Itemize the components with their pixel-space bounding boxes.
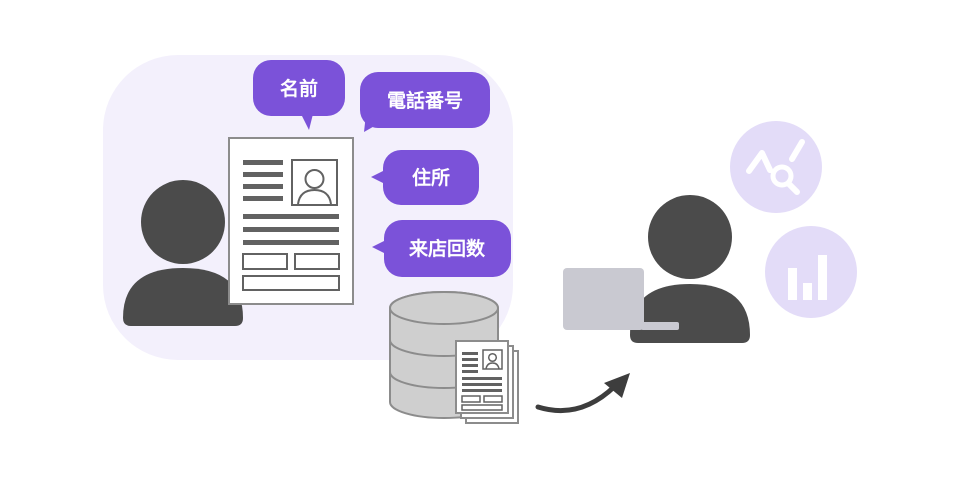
document-field-box	[242, 275, 340, 291]
bubble-phone: 電話番号	[360, 72, 490, 132]
document-text-line	[243, 227, 339, 232]
laptop-icon	[563, 268, 679, 330]
stacked-documents-icon	[455, 340, 519, 424]
document-text-line	[243, 214, 339, 219]
curved-arrow-icon	[535, 373, 630, 414]
bubble-name-label: 名前	[280, 77, 318, 100]
chart-search-icon	[730, 121, 822, 213]
bubble-visits: 来店回数	[372, 220, 511, 277]
avatar-icon	[482, 349, 503, 370]
bubble-visits-label: 来店回数	[409, 237, 486, 260]
analyst-body	[630, 284, 750, 343]
customer-document	[228, 137, 354, 305]
customer-head	[141, 180, 225, 264]
document-text-line	[243, 196, 283, 201]
bubble-address: 住所	[371, 150, 479, 205]
bar-chart-icon	[765, 226, 857, 318]
bubble-phone-label: 電話番号	[387, 89, 463, 112]
document-text-line	[243, 184, 283, 189]
document-field-box	[294, 253, 340, 270]
analyst-head	[648, 195, 732, 279]
document-text-line	[243, 240, 339, 245]
document-text-line	[243, 160, 283, 165]
analyst-person-icon	[630, 195, 750, 343]
bubble-name: 名前	[253, 60, 345, 130]
document-text-line	[243, 172, 283, 177]
avatar-icon	[291, 159, 338, 206]
customer-person-icon	[123, 180, 243, 326]
document-field-box	[242, 253, 288, 270]
customer-body	[123, 268, 243, 326]
bubble-address-label: 住所	[412, 166, 450, 189]
